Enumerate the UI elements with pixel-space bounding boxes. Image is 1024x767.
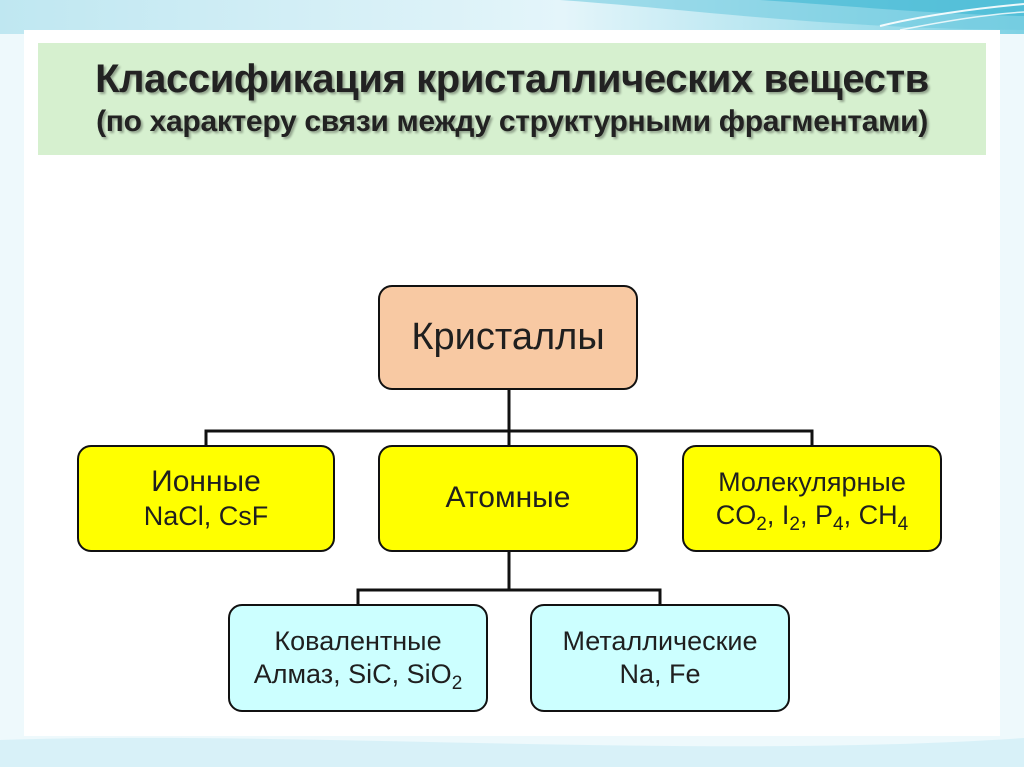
node-metallic-examples: Na, Fe (619, 659, 701, 689)
node-covalent: Ковалентные Алмаз, SiC, SiO2 (228, 604, 488, 712)
node-metallic-label: Металлические (562, 626, 758, 657)
node-ionic-label: Ионные (151, 464, 261, 498)
slide-subtitle: (по характеру связи между структурными ф… (96, 105, 928, 138)
node-molecular-label: Молекулярные (718, 466, 906, 497)
node-metallic: Металлические Na, Fe (530, 604, 790, 712)
title-banner: Классификация кристаллических веществ (п… (38, 43, 986, 155)
node-ionic: Ионные NaCl, CsF (77, 445, 335, 552)
node-molecular-formulas: CO2, I2, P4, CH4 (715, 499, 909, 535)
node-atomic-label: Атомные (445, 481, 571, 515)
node-crystals-label: Кристаллы (411, 316, 605, 359)
node-covalent-label: Ковалентные (274, 626, 442, 657)
node-covalent-examples: Алмаз, SiC, SiO2 (253, 659, 463, 694)
node-atomic: Атомные (378, 445, 638, 552)
node-crystals: Кристаллы (378, 285, 638, 390)
node-ionic-examples: NaCl, CsF (143, 501, 269, 532)
node-molecular: Молекулярные CO2, I2, P4, CH4 (682, 445, 942, 552)
slide-title: Классификация кристаллических веществ (95, 57, 929, 101)
